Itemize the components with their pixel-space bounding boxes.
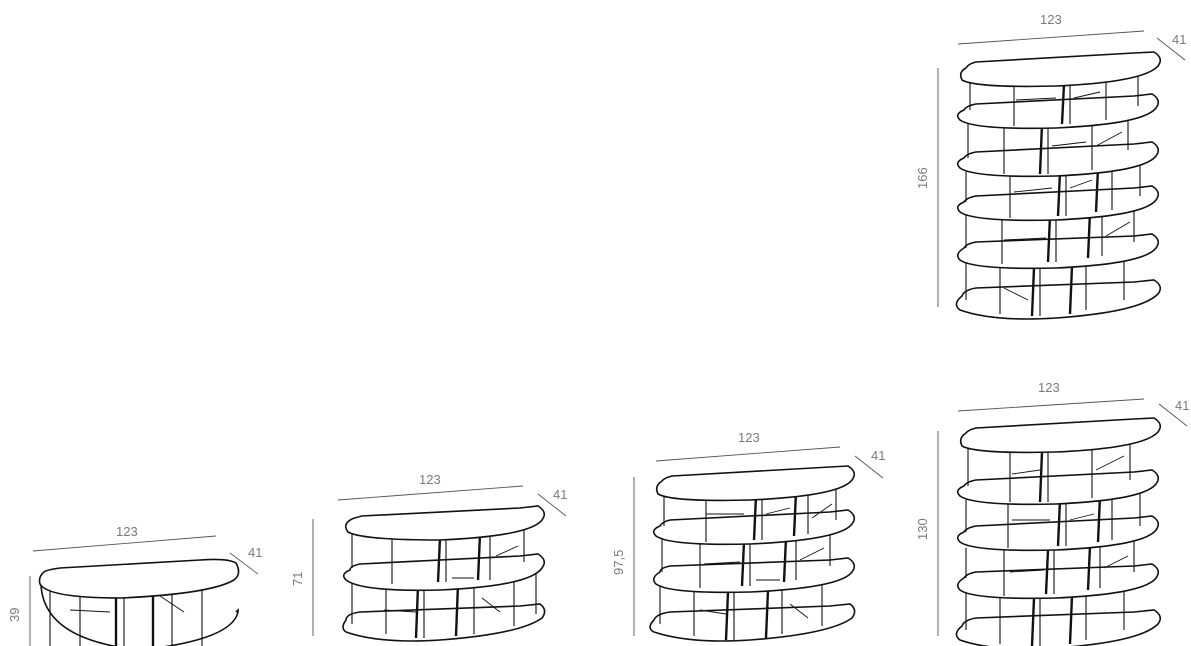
unit-3-height-label: 97,5 xyxy=(611,550,626,575)
unit-2-top-shelf xyxy=(344,505,546,541)
unit-4-dimensions: 123 41 130 xyxy=(915,380,1189,636)
unit-5-dimensions: 123 41 166 xyxy=(915,12,1186,307)
unit-5: 123 41 166 xyxy=(915,12,1186,320)
unit-1-bottom-shelf xyxy=(40,583,239,646)
unit-1-width-label: 123 xyxy=(116,524,138,539)
unit-4-width-line xyxy=(957,398,1145,412)
unit-3-middle-posts xyxy=(661,530,831,588)
unit-5-depth-label: 41 xyxy=(1172,32,1186,47)
unit-3: 123 41 97,5 xyxy=(611,430,885,642)
unit-4-posts-4 xyxy=(967,442,1131,503)
unit-3-width-line xyxy=(655,446,841,462)
unit-5-shelf-4 xyxy=(956,141,1160,178)
unit-1-bookcase xyxy=(38,558,240,646)
unit-3-upper-posts xyxy=(663,486,837,542)
unit-2-middle-shelf xyxy=(342,553,546,592)
unit-5-bookcase xyxy=(955,51,1162,320)
unit-3-depth-label: 41 xyxy=(871,448,885,463)
unit-4-shelf-2 xyxy=(956,563,1160,600)
unit-2-bottom-shelf xyxy=(342,603,546,642)
unit-4-height-label: 130 xyxy=(915,518,930,540)
unit-3-dimensions: 123 41 97,5 xyxy=(611,430,885,636)
unit-3-lower-shelf xyxy=(652,557,856,594)
unit-4-depth-label: 41 xyxy=(1175,398,1189,413)
unit-5-shelf-5 xyxy=(956,93,1160,130)
unit-3-bottom-posts xyxy=(659,582,823,641)
unit-3-width-label: 123 xyxy=(738,430,760,445)
unit-4-bookcase xyxy=(955,417,1162,646)
unit-1-top-shelf xyxy=(38,558,240,599)
unit-4-posts-2 xyxy=(965,538,1135,596)
unit-5-width-label: 123 xyxy=(1040,12,1062,27)
unit-5-height-label: 166 xyxy=(915,167,930,189)
unit-2-depth-label: 41 xyxy=(553,487,567,502)
unit-4-posts-3 xyxy=(965,490,1141,548)
unit-5-posts-2 xyxy=(965,206,1135,264)
unit-3-bottom-shelf xyxy=(649,603,856,642)
unit-4-shelf-4 xyxy=(956,469,1160,506)
unit-5-shelf-2 xyxy=(956,233,1160,270)
unit-2-upper-posts xyxy=(351,526,525,584)
unit-2: 123 41 71 xyxy=(290,472,567,642)
unit-4-width-label: 123 xyxy=(1038,380,1060,395)
unit-1-depth-line xyxy=(229,552,259,575)
unit-5-posts-4 xyxy=(967,114,1129,175)
unit-5-bottom-shelf xyxy=(955,279,1162,320)
unit-2-depth-line xyxy=(537,493,567,517)
unit-1-dimensions: 123 41 39 xyxy=(7,524,262,646)
unit-3-depth-line xyxy=(854,455,884,479)
unit-5-posts-3 xyxy=(965,162,1141,218)
unit-2-width-line xyxy=(337,485,524,501)
unit-4-depth-line xyxy=(1158,403,1188,427)
unit-2-dimensions: 123 41 71 xyxy=(290,472,567,636)
unit-1-width-line xyxy=(32,535,217,552)
unit-5-top-shelf xyxy=(959,51,1162,88)
unit-5-posts-1 xyxy=(965,258,1125,317)
unit-2-posts xyxy=(351,574,537,639)
unit-3-top-shelf xyxy=(655,465,856,502)
unit-2-bookcase xyxy=(342,505,546,642)
unit-4-top-shelf xyxy=(959,417,1162,454)
unit-4: 123 41 130 xyxy=(915,380,1189,646)
unit-2-height-label: 71 xyxy=(290,572,305,586)
unit-1-depth-label: 41 xyxy=(248,545,262,560)
unit-1: 123 41 39 xyxy=(7,524,262,646)
unit-2-width-label: 123 xyxy=(419,472,441,487)
unit-5-posts-5 xyxy=(969,76,1139,126)
unit-3-bookcase xyxy=(649,465,856,642)
unit-4-bottom-posts xyxy=(965,588,1125,646)
unit-4-bottom-shelf xyxy=(955,609,1162,646)
unit-5-width-line xyxy=(957,30,1145,45)
unit-5-depth-line xyxy=(1156,37,1186,61)
unit-1-posts xyxy=(49,584,203,646)
unit-1-height-label: 39 xyxy=(7,608,22,622)
